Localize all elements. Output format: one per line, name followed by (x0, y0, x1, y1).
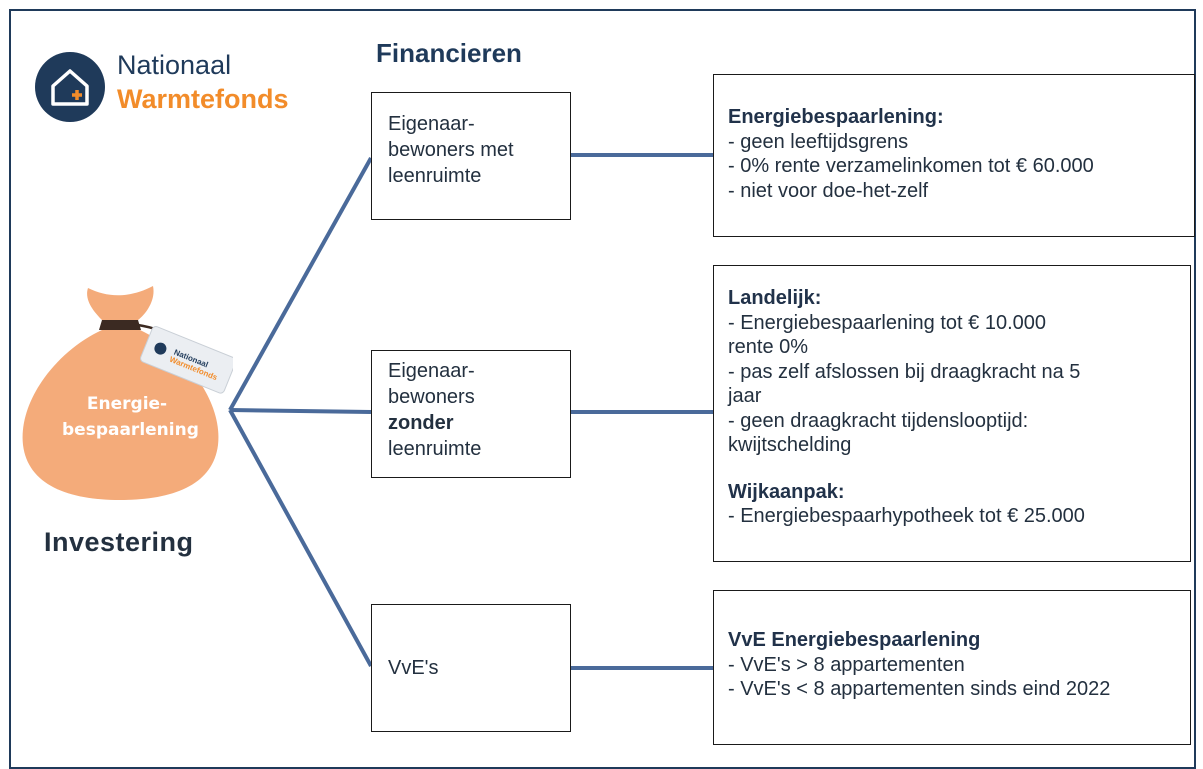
info-box-landelijk: Landelijk: - Energiebespaarlening tot € … (713, 265, 1191, 562)
info-2-item-4: jaar (728, 385, 762, 407)
logo-text-nationaal: Nationaal (117, 50, 232, 80)
heading-financieren: Financieren (376, 38, 522, 68)
info-3-title: VvE Energiebespaarlening (728, 629, 981, 651)
bag-label-2: bespaarlening (62, 420, 199, 440)
info-1-item-3: - niet voor doe-het-zelf (728, 179, 929, 202)
segment-2-line-3: zonder (388, 412, 454, 434)
segment-2-line-4: leenruimte (388, 438, 482, 460)
segment-3-line-1: VvE's (388, 657, 439, 679)
info-1-title: Energiebespaarlening: (728, 106, 944, 128)
info-2-item-1: - Energiebespaarlening tot € 10.000 (728, 311, 1047, 334)
info-2-item-3: - pas zelf afslossen bij draagkracht na … (728, 360, 1081, 383)
info-box-vve: VvE Energiebespaarlening - VvE's > 8 app… (713, 590, 1191, 745)
info-2-item-5: - geen draagkracht tijdenslooptijd: (728, 409, 1029, 432)
info-2-item-7: - Energiebespaarhypotheek tot € 25.000 (728, 505, 1085, 527)
segment-1-line-1: Eigenaar- (388, 113, 475, 135)
info-box-energiebespaarlening: Energiebespaarlening: - geen leeftijdsgr… (713, 74, 1195, 237)
connector-bag-to-segment-1 (228, 157, 373, 411)
logo-text-warmtefonds: Warmtefonds (117, 84, 289, 114)
segment-2-line-1: Eigenaar- (388, 360, 475, 382)
info-1-item-2: - 0% rente verzamelinkomen tot € 60.000 (728, 155, 1094, 177)
segment-1-line-3: leenruimte (388, 165, 482, 187)
info-1-item-1: - geen leeftijdsgrens (728, 130, 909, 153)
segment-2-line-2: bewoners (388, 386, 475, 408)
investering-label: Investering (44, 527, 194, 557)
money-bag-icon (22, 286, 233, 500)
segment-box-zonder-leenruimte: Eigenaar- bewoners zonder leenruimte (371, 350, 571, 478)
bag-label-1: Energie- (86, 394, 168, 414)
segment-1-line-2: bewoners met (388, 139, 514, 161)
connector-bag-to-segment-3 (228, 409, 373, 667)
connector-bag-to-segment-2 (229, 408, 372, 414)
info-2-title-2: Wijkaanpak: (728, 480, 845, 503)
info-3-item-1: - VvE's > 8 appartementen (728, 653, 965, 676)
segment-box-vves: VvE's (371, 604, 571, 732)
segment-box-met-leenruimte: Eigenaar- bewoners met leenruimte (371, 92, 571, 220)
info-2-title: Landelijk: (728, 287, 822, 309)
info-2-item-2: rente 0% (728, 336, 809, 358)
info-3-item-2: - VvE's < 8 appartementen sinds eind 202… (728, 678, 1111, 700)
warmtefonds-logo-icon (35, 52, 105, 122)
info-2-item-6: kwijtschelding (728, 434, 852, 456)
